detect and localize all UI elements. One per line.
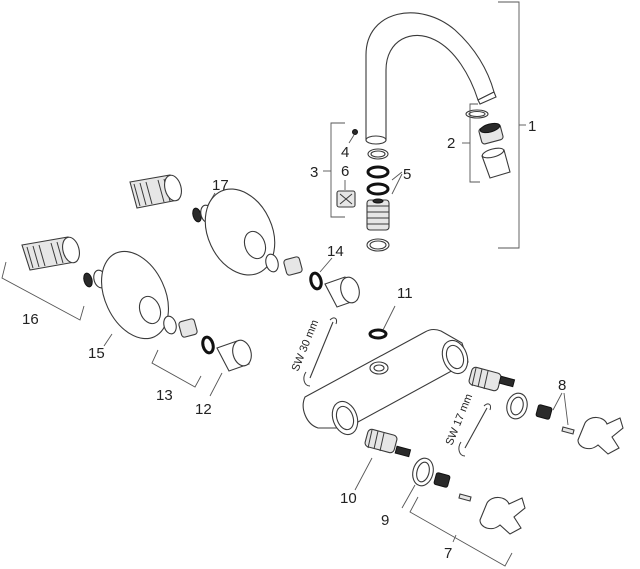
callout-2: 2 — [447, 135, 455, 152]
bracket-16 — [1, 261, 85, 321]
leader-14 — [319, 257, 333, 273]
lower-eccentric — [21, 236, 107, 289]
callout-15: 15 — [88, 345, 105, 362]
callout-16: 16 — [22, 311, 39, 328]
callout-7: 7 — [444, 545, 452, 562]
callout-8: 8 — [558, 377, 566, 394]
callout-13: 13 — [156, 387, 173, 404]
leader-5 — [391, 171, 403, 195]
callout-9: 9 — [381, 512, 389, 529]
leader-8 — [552, 392, 569, 426]
bracket-1 — [498, 1, 526, 249]
callout-14: 14 — [327, 243, 344, 260]
wrench-17mm — [458, 403, 491, 457]
adapter-6 — [336, 190, 356, 208]
leader-9 — [401, 484, 416, 509]
bracket-2 — [462, 103, 480, 183]
wrench-30mm — [303, 317, 337, 387]
aerator-set — [465, 109, 511, 179]
lower-flange — [101, 250, 252, 372]
leader-15 — [103, 333, 113, 347]
leader-4 — [348, 134, 355, 144]
spout — [365, 12, 497, 145]
callout-12: 12 — [195, 401, 212, 418]
callout-4: 4 — [341, 144, 349, 161]
oring-11 — [368, 328, 388, 340]
right-valve-set — [468, 366, 624, 455]
bracket-3 — [323, 122, 345, 218]
callout-6: 6 — [341, 163, 349, 180]
callout-3: 3 — [310, 164, 318, 181]
mixer-body — [302, 329, 469, 436]
leader-12 — [209, 372, 223, 397]
bracket-7 — [409, 496, 513, 567]
upper-flange — [204, 188, 360, 308]
callout-5: 5 — [403, 166, 411, 183]
callout-11: 11 — [397, 285, 413, 302]
grub-screw — [352, 129, 358, 135]
upper-eccentric — [129, 174, 214, 224]
bracket-13 — [151, 349, 202, 388]
spout-seal-set — [366, 148, 390, 252]
leader-11 — [382, 305, 396, 331]
callout-1: 1 — [528, 118, 536, 135]
leader-10 — [354, 457, 373, 491]
left-valve-set — [364, 428, 526, 535]
callout-10: 10 — [340, 490, 357, 507]
wrench-30mm-label: SW 30 mm — [290, 318, 322, 373]
